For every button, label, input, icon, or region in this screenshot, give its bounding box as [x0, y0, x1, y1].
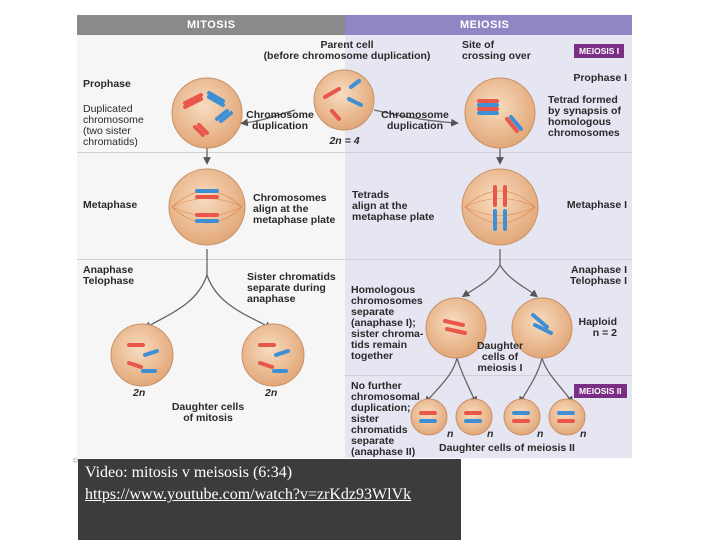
cell-meiosis1-a — [425, 297, 487, 359]
label-metaphase: Metaphase — [83, 199, 138, 211]
cell-metaphase — [168, 168, 246, 246]
diagram-art — [110, 69, 586, 436]
meiosis2-tag-label: MEIOSIS II — [579, 386, 622, 396]
flow-arrows — [143, 109, 574, 405]
meiosis-header-label: MEIOSIS — [460, 19, 510, 31]
meiosis1-tag-label: MEIOSIS I — [579, 46, 620, 56]
label-metaphase1: Metaphase I — [566, 199, 627, 211]
row-divider-2 — [77, 259, 632, 260]
label-n4: n — [580, 428, 587, 440]
meiosis-header: MEIOSIS — [345, 15, 632, 35]
label-haploid: Haploid n = 2 — [578, 316, 618, 339]
cell-parent — [313, 69, 375, 131]
label-duplicated-chromosome: Duplicated chromosome (two sister chroma… — [83, 103, 144, 148]
label-n3: n — [537, 428, 544, 440]
label-daughter-meiosis1: Daughter cells of meiosis I — [476, 340, 524, 374]
copyright-mark: © — [73, 458, 79, 465]
label-daughter-meiosis2: Daughter cells of meiosis II — [439, 442, 575, 454]
cell-daughter-mitosis-a — [110, 323, 174, 387]
cell-meiosis2-c — [503, 398, 541, 436]
label-2n-a: 2n — [133, 387, 146, 399]
chromosomes — [127, 79, 575, 423]
video-title: Video: mitosis v meisosis (6:34) — [85, 464, 293, 481]
label-tetrad-formed: Tetrad formed by synapsis of homologous … — [548, 94, 621, 139]
cell-meiosis2-b — [455, 398, 493, 436]
mitosis-meiosis-diagram: MITOSIS MEIOSIS — [77, 15, 632, 458]
cell-prophase — [171, 77, 243, 149]
label-daughter-mitosis: Daughter cells of mitosis — [171, 401, 245, 424]
label-homologous-separate: Homologous chromosomes separate (anaphas… — [351, 284, 424, 362]
label-sister-chromatids-separate: Sister chromatids separate during anapha… — [247, 271, 336, 305]
label-chromosomes-align: Chromosomes align at the metaphase plate — [253, 192, 336, 226]
meiosis1-tag: MEIOSIS I — [574, 44, 625, 58]
label-no-further-duplication: No further chromosomal duplication; sist… — [351, 380, 420, 458]
label-n1: n — [447, 428, 454, 440]
mitosis-header: MITOSIS — [77, 15, 345, 35]
video-link[interactable]: https://www.youtube.com/watch?v=zrKdz93W… — [85, 486, 412, 503]
cell-meiosis2-a — [410, 398, 448, 436]
label-site-crossing: Site of crossing over — [462, 39, 531, 62]
label-anaphase-telophase: Anaphase Telophase — [83, 264, 135, 287]
label-chromosome-duplication-right: Chromosome duplication — [381, 109, 449, 132]
cell-daughter-mitosis-b — [241, 323, 305, 387]
label-2n-4: 2n = 4 — [329, 135, 360, 147]
label-tetrads-align: Tetrads align at the metaphase plate — [352, 189, 435, 223]
label-parent-cell: Parent cell (before chromosome duplicati… — [263, 39, 431, 62]
mitosis-header-label: MITOSIS — [187, 19, 236, 31]
label-2n-b: 2n — [265, 387, 278, 399]
row-divider-1 — [77, 152, 632, 153]
video-info-box: Video: mitosis v meisosis (6:34) https:/… — [78, 459, 461, 540]
cell-metaphase1 — [461, 168, 539, 246]
label-prophase: Prophase — [83, 78, 131, 90]
meiosis2-tag: MEIOSIS II — [574, 384, 627, 398]
row-divider-3 — [345, 375, 632, 376]
cell-meiosis2-d — [548, 398, 586, 436]
label-chromosome-duplication-left: Chromosome duplication — [246, 109, 314, 132]
cell-prophase1 — [464, 77, 536, 149]
label-anaphase1-telophase1: Anaphase I Telophase I — [570, 264, 627, 287]
cells — [110, 69, 586, 436]
label-n2: n — [487, 428, 494, 440]
label-prophase1: Prophase I — [573, 72, 627, 84]
